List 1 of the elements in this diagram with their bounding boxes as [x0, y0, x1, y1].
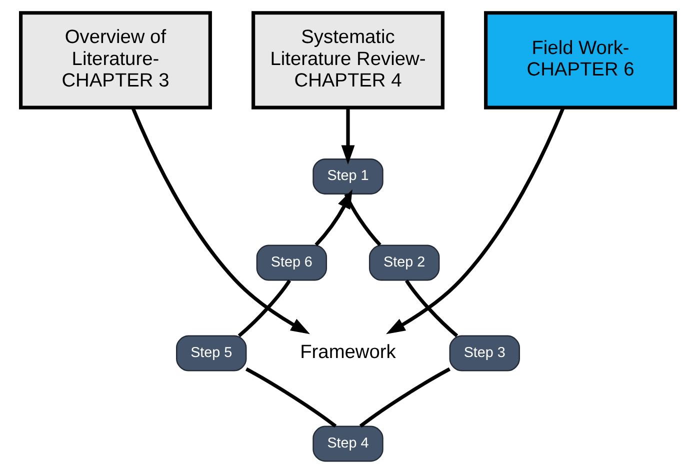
- node-text: Framework: [300, 342, 396, 363]
